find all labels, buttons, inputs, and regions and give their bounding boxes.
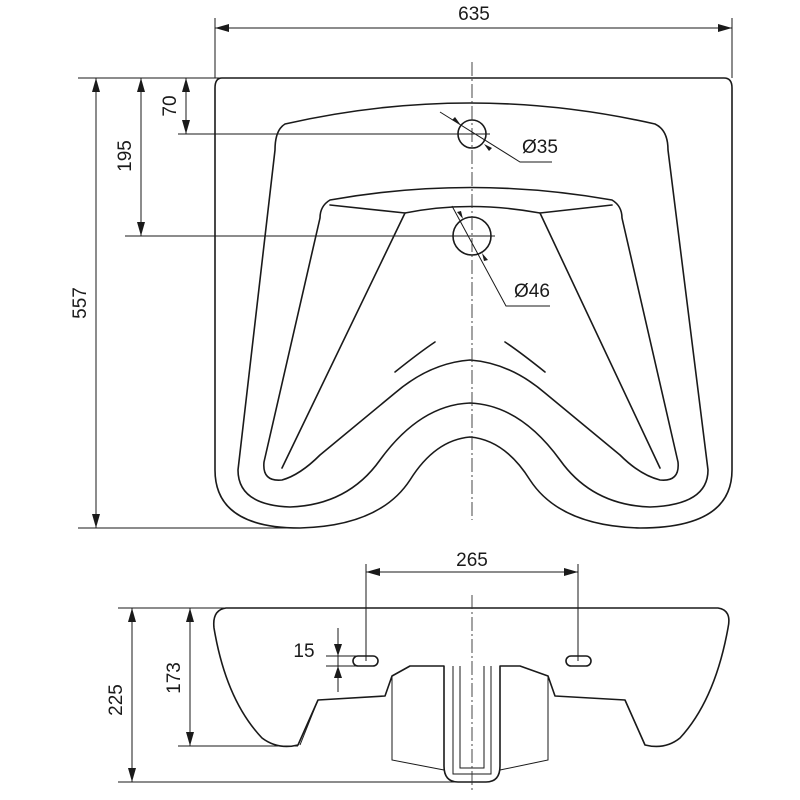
top-view <box>125 62 733 529</box>
width-label: 635 <box>458 4 490 25</box>
fixing-height-label: 173 <box>164 662 185 694</box>
total-height-label: 225 <box>106 684 127 716</box>
fixing-hole-label: 15 <box>293 641 314 662</box>
bowl-ridge-right <box>539 204 661 469</box>
tap-hole-diameter-leader <box>439 111 552 163</box>
bowl-back-edge <box>404 205 541 214</box>
side-view-inner-contour <box>299 676 646 771</box>
bowl-front-curve-left <box>394 341 436 373</box>
drain-diameter-leader <box>451 205 550 307</box>
drain-diameter-label: Ø46 <box>514 281 550 302</box>
depth-label: 557 <box>70 287 91 319</box>
basin-outer-outline <box>214 77 733 529</box>
side-view-outline <box>212 607 730 783</box>
top-view-dimensions <box>78 18 733 529</box>
tap-hole-diameter-label: Ø35 <box>522 137 558 158</box>
side-view <box>212 595 730 790</box>
bowl-ridge-left <box>281 204 406 469</box>
tap-hole-arrow <box>452 117 460 124</box>
drain-arrow <box>457 211 463 219</box>
tap-hole-arrow-2 <box>484 144 492 151</box>
bowl-front-curve-right <box>504 341 546 373</box>
bowl-outline <box>263 186 679 481</box>
tap-offset-label: 70 <box>160 95 181 116</box>
fixing-spacing-label: 265 <box>456 550 488 571</box>
drain-offset-label: 195 <box>115 140 136 172</box>
drain-arrow-2 <box>482 253 488 261</box>
side-view-dimensions <box>118 564 579 783</box>
basin-inner-rim <box>237 102 709 508</box>
